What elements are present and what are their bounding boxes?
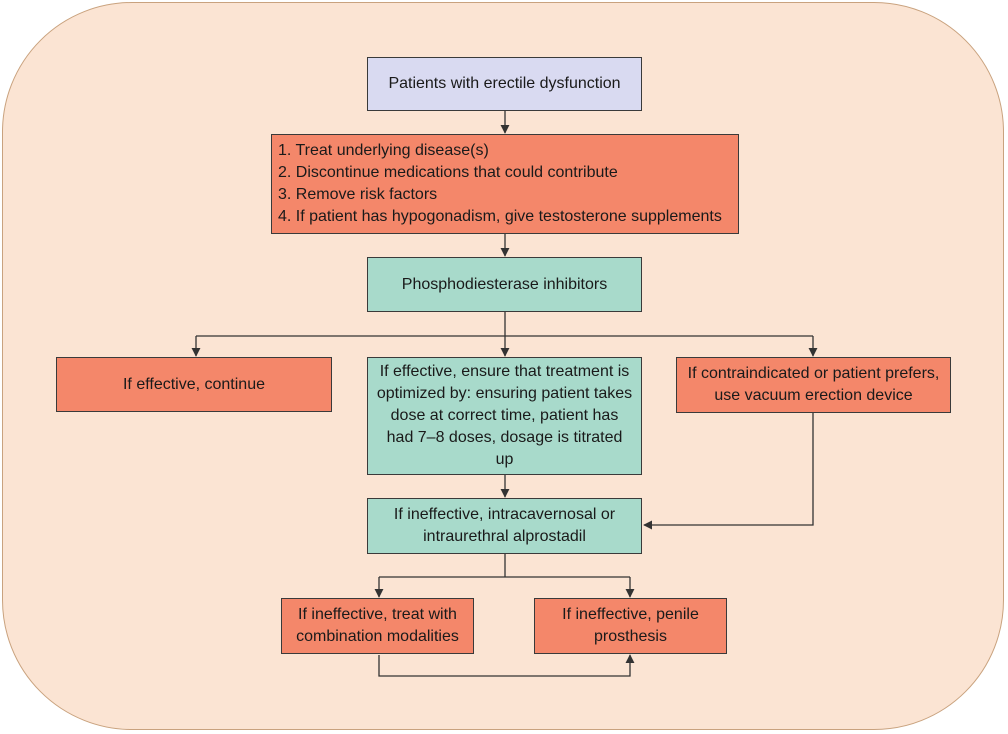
continue-label: If effective, continue: [122, 375, 265, 393]
arrow-vacuum-to-alprostadil: [643, 413, 814, 530]
pde5-label: Phosphodiesterase inhibitors: [401, 275, 608, 293]
step-2: 2. Discontinue medications that could co…: [278, 164, 618, 181]
alprostadil-box: If ineffective, intracavernosal or intra…: [367, 498, 642, 554]
alprostadil-label: If ineffective, intracavernosal or intra…: [393, 506, 616, 545]
vacuum-label: If contraindicated or patient prefers, u…: [687, 365, 940, 404]
pde5-box: Phosphodiesterase inhibitors: [367, 257, 642, 312]
optimize-box: If effective, ensure that treatment is o…: [367, 357, 642, 475]
step-4: 4. If patient has hypogonadism, give tes…: [278, 208, 722, 225]
combination-box: If ineffective, treat with combination m…: [281, 598, 474, 654]
step-3: 3. Remove risk factors: [278, 186, 438, 203]
combination-label: If ineffective, treat with combination m…: [296, 606, 459, 645]
start-box: Patients with erectile dysfunction: [367, 57, 642, 111]
vacuum-box: If contraindicated or patient prefers, u…: [676, 357, 951, 413]
initial-steps-box: 1. Treat underlying disease(s) 2. Discon…: [271, 134, 739, 234]
optimize-label: If effective, ensure that treatment is o…: [376, 363, 633, 468]
arrow-combination-to-prosthesis: [378, 654, 635, 677]
continue-box: If effective, continue: [56, 357, 332, 412]
prosthesis-label: If ineffective, penile prosthesis: [562, 606, 699, 645]
prosthesis-box: If ineffective, penile prosthesis: [534, 598, 727, 654]
start-label: Patients with erectile dysfunction: [388, 75, 621, 92]
step-1: 1. Treat underlying disease(s): [278, 142, 489, 159]
